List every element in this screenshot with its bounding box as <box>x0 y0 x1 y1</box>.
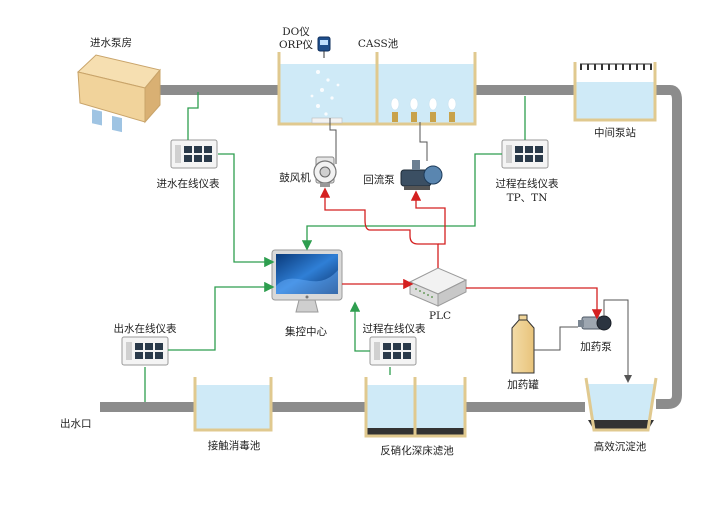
process-meter-mid-cabinet <box>369 336 417 366</box>
disinfection-tank-label: 接触消毒池 <box>207 440 261 452</box>
intermediate-pump-tank <box>573 62 657 122</box>
intermediate-pump-label: 中间泵站 <box>594 127 636 139</box>
main-pipeline <box>100 85 682 412</box>
control-center-monitor <box>271 249 343 313</box>
dosing-tank-label: 加药罐 <box>507 379 539 391</box>
cass-tank-label: CASS池 <box>357 38 399 50</box>
inlet-meter-cabinet <box>170 139 218 169</box>
control-lines <box>319 187 603 320</box>
inlet-meter-label: 进水在线仪表 <box>156 178 220 190</box>
process-meter-top-label: 过程在线仪表 <box>495 178 559 190</box>
cass-tank <box>277 52 477 126</box>
orp-meter-label: ORP仪 <box>278 39 314 51</box>
pump-house-building <box>76 54 161 133</box>
return-pump-icon <box>400 160 443 190</box>
process-meter-top-sublabel: TP、TN <box>506 192 548 204</box>
dosing-pump-label: 加药泵 <box>580 341 612 353</box>
process-meter-top-cabinet <box>501 139 549 169</box>
outlet-meter-label: 出水在线仪表 <box>113 323 177 335</box>
process-meter-mid-label: 过程在线仪表 <box>362 323 426 335</box>
plc-box <box>408 267 468 307</box>
do-meter-label: DO仪 <box>282 26 310 38</box>
blower-label: 鼓风机 <box>279 172 311 184</box>
dosing-tank <box>511 314 535 374</box>
control-center-label: 集控中心 <box>285 326 327 338</box>
sedimentation-tank-label: 高效沉淀池 <box>593 441 647 453</box>
dosing-pump-icon <box>578 315 612 331</box>
outlet-label: 出水口 <box>60 418 92 430</box>
return-pump-label: 回流泵 <box>363 174 395 186</box>
denitrification-filter-tank <box>364 377 467 438</box>
pump-house-label: 进水泵房 <box>90 37 132 49</box>
outlet-meter-cabinet <box>121 336 169 366</box>
plc-label: PLC <box>428 310 452 322</box>
signal-lines <box>144 92 526 402</box>
do-orp-sensor-icon <box>317 36 331 58</box>
sedimentation-tank <box>584 377 658 432</box>
disinfection-tank <box>193 377 273 432</box>
process-connectors <box>329 118 632 383</box>
denitrification-filter-label: 反硝化深床滤池 <box>380 445 454 457</box>
blower-icon <box>313 156 337 187</box>
